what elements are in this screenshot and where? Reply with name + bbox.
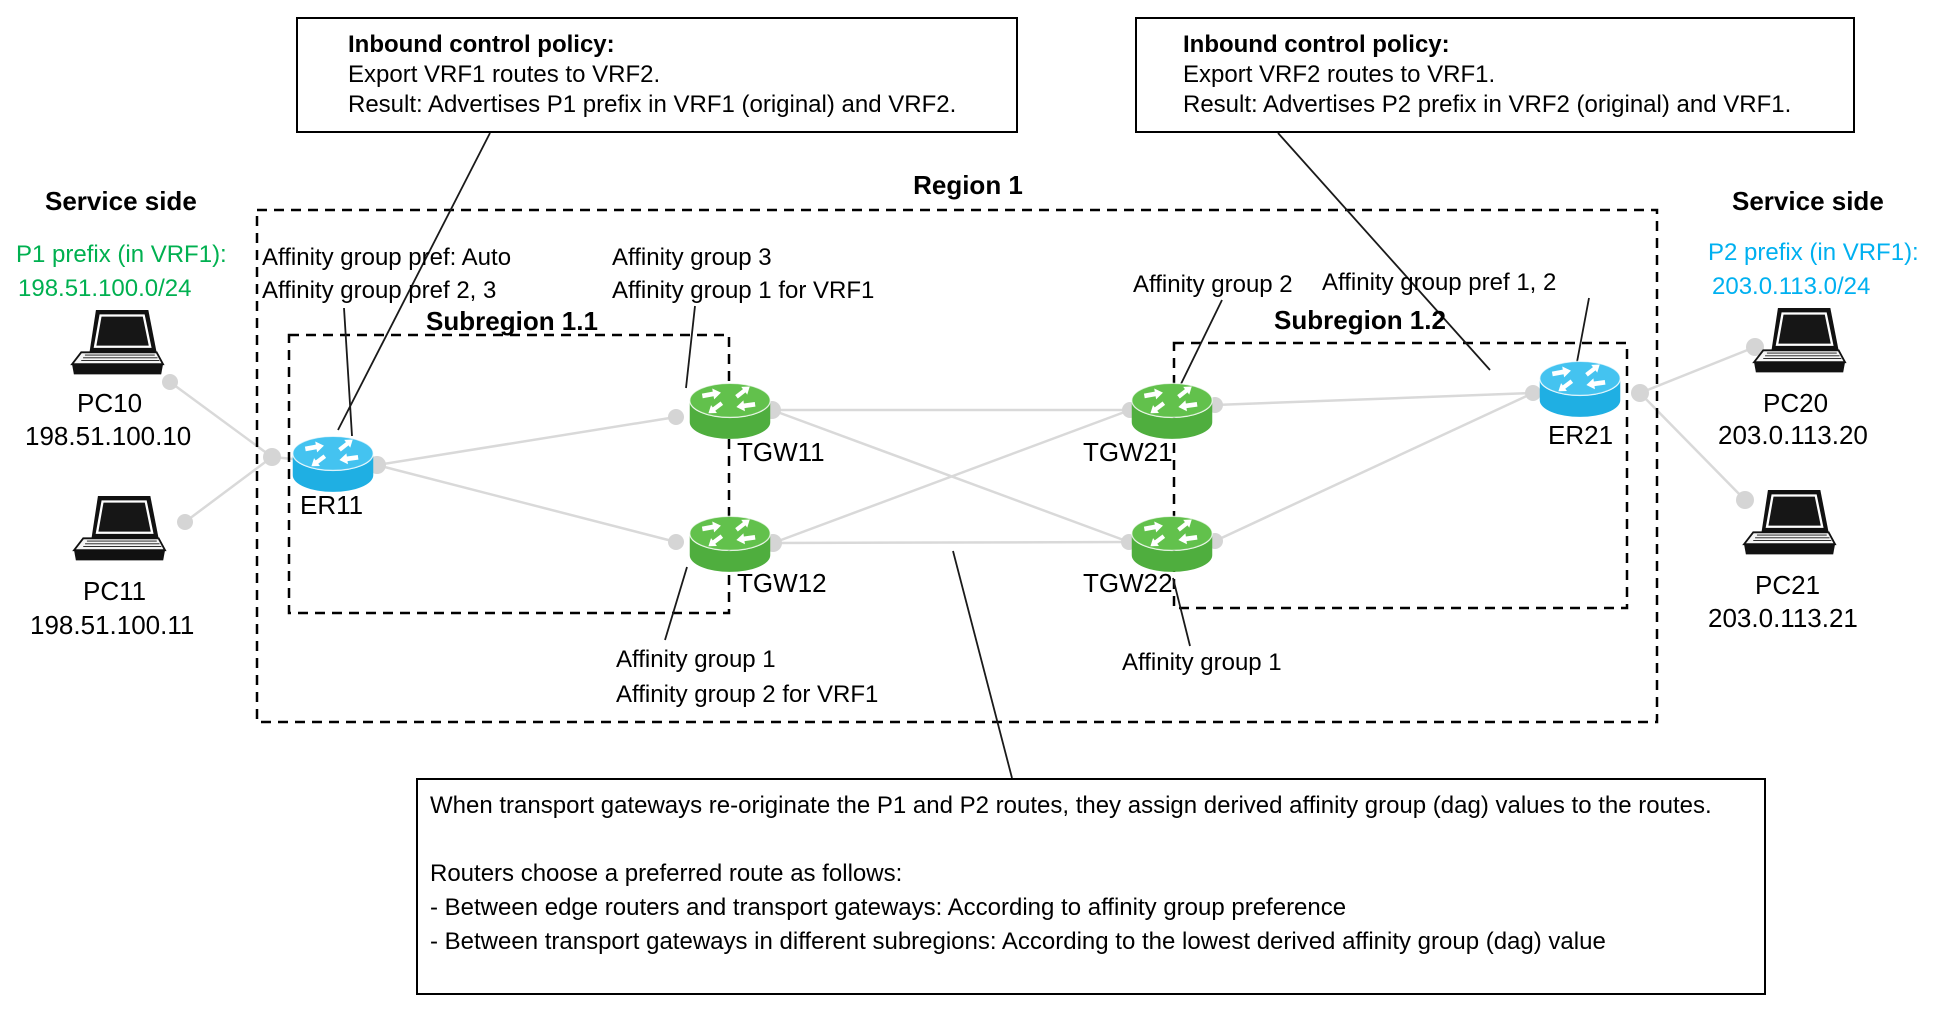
leader-ann-er21 bbox=[1576, 297, 1590, 363]
policy-left-title: Inbound control policy: bbox=[348, 31, 615, 58]
pc20-label: PC20 bbox=[1763, 388, 1829, 418]
subregion11-boundary bbox=[287, 333, 731, 615]
region1-boundary bbox=[255, 208, 1659, 724]
er11-affinity-line2: Affinity group pref 2, 3 bbox=[262, 277, 497, 304]
subregion12-label: Subregion 1.2 bbox=[1274, 305, 1446, 335]
subregion11-label: Subregion 1.1 bbox=[426, 306, 598, 336]
inbound-policy-box-right: Inbound control policy: Export VRF2 rout… bbox=[1135, 17, 1855, 133]
link-er11-tgw11 bbox=[376, 415, 677, 467]
tgw11-affinity-line2: Affinity group 1 for VRF1 bbox=[612, 277, 875, 304]
pc10-laptop-icon bbox=[70, 310, 165, 376]
leader-ann-er11 bbox=[343, 307, 353, 437]
note-spacer bbox=[430, 823, 1752, 857]
service-side-right-heading: Service side bbox=[1732, 186, 1884, 216]
pc11-label: PC11 bbox=[83, 576, 147, 606]
route-selection-note-box: When transport gateways re-originate the… bbox=[416, 778, 1766, 995]
region1-label: Region 1 bbox=[913, 170, 1023, 200]
tgw11-router-icon bbox=[690, 383, 771, 439]
leader-ann-tgw22 bbox=[1172, 577, 1191, 647]
tgw11-label: TGW11 bbox=[737, 437, 825, 467]
leader-ann-tgw12 bbox=[664, 566, 688, 641]
leader-note-links bbox=[952, 550, 1013, 779]
p2-prefix-value: 203.0.113.0/24 bbox=[1712, 273, 1871, 300]
tgw22-router-icon bbox=[1132, 516, 1213, 572]
link-er21-pc20 bbox=[1639, 345, 1756, 395]
inbound-policy-box-left: Inbound control policy: Export VRF1 rout… bbox=[296, 17, 1018, 133]
tgw12-label: TGW12 bbox=[737, 568, 827, 598]
policy-right-result: Result: Advertises P2 prefix in VRF2 (or… bbox=[1183, 91, 1792, 118]
note-line2: Routers choose a preferred route as foll… bbox=[430, 860, 903, 887]
pc21-laptop-icon bbox=[1742, 490, 1837, 556]
service-side-left-heading: Service side bbox=[45, 186, 197, 216]
leader-policyright-er21 bbox=[1277, 132, 1491, 371]
pc11-ip: 198.51.100.11 bbox=[30, 610, 195, 640]
link-pc10-er11 bbox=[169, 380, 273, 459]
link-tgw22-er21 bbox=[1214, 391, 1534, 543]
link-pc11-er11 bbox=[184, 455, 273, 524]
note-line1: When transport gateways re-originate the… bbox=[430, 792, 1712, 819]
p1-prefix-value: 198.51.100.0/24 bbox=[18, 275, 192, 302]
policy-right-title: Inbound control policy: bbox=[1183, 31, 1450, 58]
pc11-laptop-icon bbox=[72, 496, 167, 562]
subregion12-boundary bbox=[1172, 341, 1629, 610]
tgw21-router-icon bbox=[1132, 383, 1213, 439]
pc20-laptop-icon bbox=[1752, 308, 1847, 374]
policy-left-rule: Export VRF1 routes to VRF2. bbox=[348, 61, 661, 88]
p2-prefix-label: P2 prefix (in VRF1): bbox=[1708, 239, 1919, 266]
er21-router-icon bbox=[1540, 361, 1621, 417]
tgw21-label: TGW21 bbox=[1083, 437, 1173, 467]
pc21-label: PC21 bbox=[1755, 570, 1821, 600]
note-line3: - Between edge routers and transport gat… bbox=[430, 894, 1347, 921]
tgw22-label: TGW22 bbox=[1083, 568, 1173, 598]
leader-ann-tgw11 bbox=[685, 305, 696, 389]
er11-router-icon bbox=[293, 436, 374, 492]
link-tgw12-tgw22 bbox=[772, 540, 1130, 545]
links bbox=[169, 345, 1756, 545]
tgw11-affinity-line1: Affinity group 3 bbox=[612, 244, 772, 271]
pc10-ip: 198.51.100.10 bbox=[25, 421, 192, 451]
tgw12-router-icon bbox=[690, 516, 771, 572]
tgw21-affinity-line1: Affinity group 2 bbox=[1133, 271, 1293, 298]
er21-affinity-line1: Affinity group pref 1, 2 bbox=[1322, 269, 1557, 296]
policy-left-result: Result: Advertises P1 prefix in VRF1 (or… bbox=[348, 91, 957, 118]
pc10-label: PC10 bbox=[77, 388, 143, 418]
tgw22-affinity-line1: Affinity group 1 bbox=[1122, 649, 1282, 676]
note-line4: - Between transport gateways in differen… bbox=[430, 928, 1606, 955]
link-tgw21-er21 bbox=[1214, 391, 1534, 407]
leader-policyleft-er11 bbox=[337, 132, 491, 431]
leader-lines bbox=[337, 132, 1590, 779]
pc20-ip: 203.0.113.20 bbox=[1718, 420, 1868, 450]
tgw12-affinity-line2: Affinity group 2 for VRF1 bbox=[616, 681, 879, 708]
link-endpoints bbox=[162, 338, 1764, 552]
er21-label: ER21 bbox=[1548, 420, 1614, 450]
er11-affinity-line1: Affinity group pref: Auto bbox=[262, 244, 512, 271]
p1-prefix-label: P1 prefix (in VRF1): bbox=[16, 241, 227, 268]
pc21-ip: 203.0.113.21 bbox=[1708, 603, 1858, 633]
leader-ann-tgw21 bbox=[1179, 299, 1223, 387]
link-er11-tgw12 bbox=[376, 463, 677, 544]
link-tgw12-tgw21 bbox=[772, 408, 1131, 545]
tgw12-affinity-line1: Affinity group 1 bbox=[616, 646, 776, 673]
er11-label: ER11 bbox=[300, 490, 364, 520]
policy-right-rule: Export VRF2 routes to VRF1. bbox=[1183, 61, 1496, 88]
